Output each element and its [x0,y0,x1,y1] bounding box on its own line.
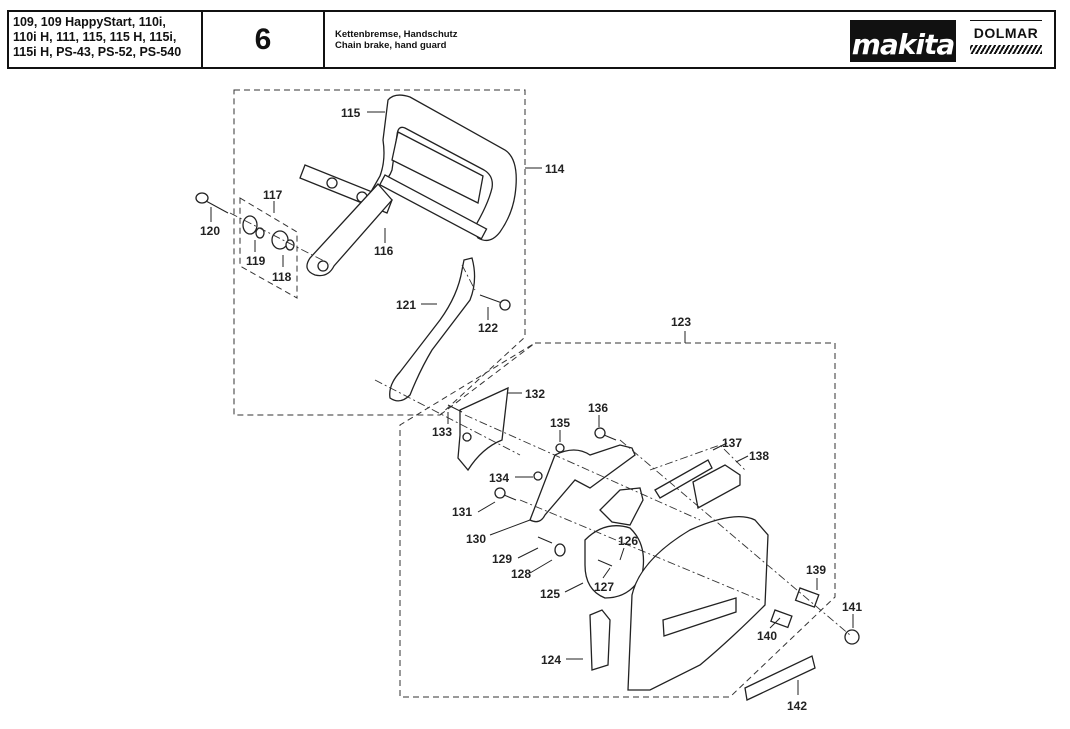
label-141: 141 [842,600,862,614]
part-133-screw [447,404,463,413]
label-129: 129 [492,552,512,566]
model-line: 110i H, 111, 115, 115 H, 115i, [13,30,177,44]
title-german: Kettenbremse, Handschutz [335,29,458,40]
title-english: Chain brake, hand guard [335,40,447,51]
part-134-circlip [533,471,543,481]
section-title: Kettenbremse, Handschutz Chain brake, ha… [325,12,1054,67]
part-127-screw [597,559,613,567]
label-136: 136 [588,401,608,415]
part-139-stud [794,587,820,608]
part-142-decal [744,655,816,701]
page-header: 109, 109 HappyStart, 110i, 110i H, 111, … [7,10,1056,69]
dolmar-stripes [970,45,1042,54]
label-132: 132 [525,387,545,401]
label-114: 114 [545,162,565,176]
label-123: 123 [671,315,691,329]
label-119: 119 [246,254,266,268]
cover-window [662,597,737,637]
label-127: 127 [594,580,614,594]
part-131-screw [494,487,517,501]
part-122-screw [479,294,511,311]
part-136-screw [594,427,617,441]
group-117-boundary [239,197,298,299]
model-line: 109, 109 HappyStart, 110i, [13,15,166,29]
assembly-axis [619,439,851,636]
part-115-hand-guard [370,94,517,242]
label-139: 139 [806,563,826,577]
label-134: 134 [489,471,509,485]
assembly-axis [464,414,701,521]
part-121-lever [389,257,476,402]
part-140-stud [770,609,793,629]
dolmar-logo: DOLMAR [970,20,1042,54]
label-117: 117 [263,188,283,202]
label-137: 137 [722,436,742,450]
page-number: 6 [203,12,325,67]
label-124: 124 [541,653,561,667]
part-120-screw [195,192,229,214]
label-128: 128 [511,567,531,581]
part-sprocket-cover [627,516,769,691]
part-129-screw [537,536,553,544]
label-142: 142 [787,699,807,713]
leader-lines [210,111,854,695]
part-132-chain-catcher-plate [457,386,509,472]
label-122: 122 [478,321,498,335]
part-hand-guard-arm [306,183,393,277]
label-131: 131 [452,505,472,519]
label-138: 138 [749,449,769,463]
label-135: 135 [550,416,570,430]
assembly-axis [519,499,761,601]
label-118: 118 [272,270,292,284]
brand-logos: makita DOLMAR [850,20,1042,62]
part-137-spring [654,459,713,499]
label-115: 115 [341,106,361,120]
arm-pivot-hole [317,260,329,272]
label-140: 140 [757,629,777,643]
part-141-nut [844,629,860,645]
label-133: 133 [432,425,452,439]
part-135-circlip [555,443,565,453]
part-124-insert [589,609,611,671]
part-brake-toggle [599,487,644,526]
label-120: 120 [200,224,220,238]
label-126: 126 [618,534,638,548]
label-125: 125 [540,587,560,601]
label-130: 130 [466,532,486,546]
dolmar-logo-text: DOLMAR [973,25,1039,41]
model-list: 109, 109 HappyStart, 110i, 110i H, 111, … [9,12,203,67]
group-114-boundary [233,89,526,416]
part-128-washer [554,543,566,557]
part-119-bushing [242,215,265,239]
plate-hole [462,432,472,442]
label-121: 121 [396,298,416,312]
assembly-axis [229,212,331,265]
part-138-cover-plate [692,464,741,509]
assembly-axis [461,264,476,291]
makita-logo: makita [850,20,956,62]
model-line: 115i H, PS-43, PS-52, PS-540 [13,45,182,59]
group-123-boundary [399,342,836,698]
label-116: 116 [374,244,394,258]
